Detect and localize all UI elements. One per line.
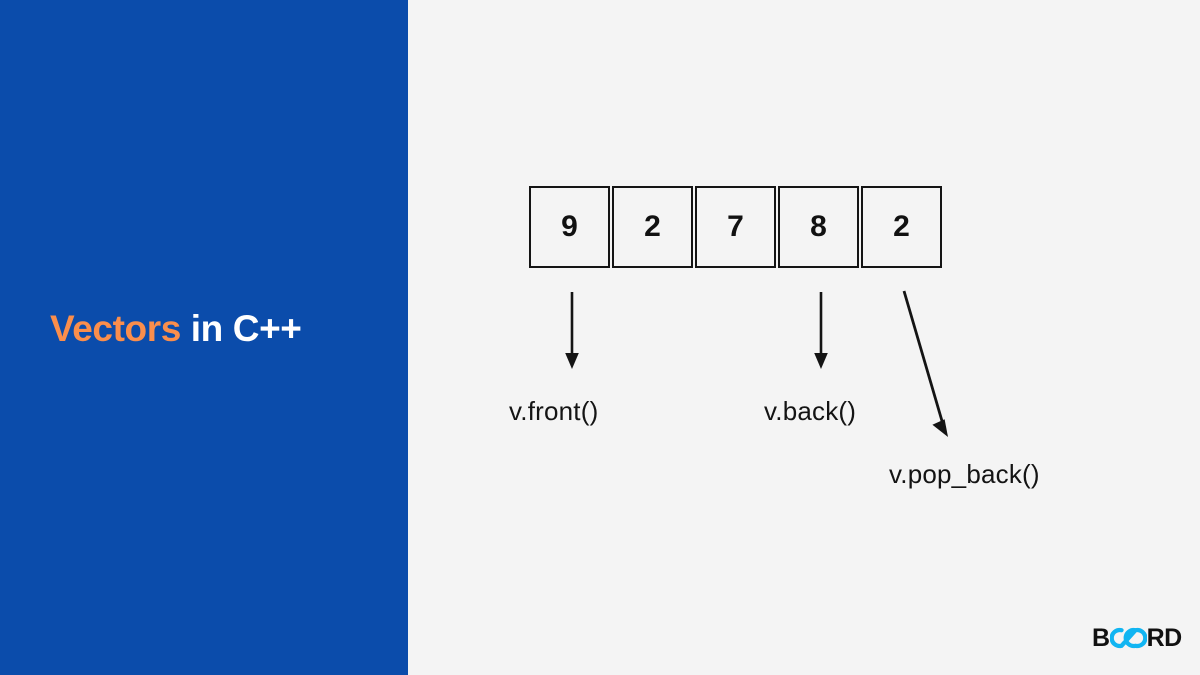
board-logo: B RD [1092, 623, 1182, 653]
arrow-diagonal-icon [902, 290, 948, 437]
title-panel: Vectors in C++ [0, 0, 408, 675]
vector-cell: 2 [612, 186, 693, 268]
vector-cell-value: 8 [810, 210, 827, 243]
annotation-label-pop-back: v.pop_back() [889, 459, 1040, 489]
page-title-plain: in C++ [180, 308, 302, 349]
infinity-mark-icon [1109, 627, 1147, 649]
logo-lead-text: B [1092, 624, 1110, 652]
vector-cell: 8 [778, 186, 859, 268]
vector-cell: 7 [695, 186, 776, 268]
vector-cell-value: 2 [893, 210, 910, 243]
vector-cell-value: 9 [561, 210, 578, 243]
vector-cell-value: 7 [727, 210, 744, 243]
vector-cell: 9 [529, 186, 610, 268]
vector-cell: 2 [861, 186, 942, 268]
arrow-down-icon [565, 292, 579, 369]
page-title-accent: Vectors [50, 308, 181, 349]
annotation-label-back: v.back() [764, 396, 857, 426]
annotation-label-front: v.front() [509, 396, 599, 426]
vector-container: 9 2 7 8 2 [529, 186, 942, 268]
page-title: Vectors in C++ [50, 306, 400, 352]
logo-trail-text: RD [1146, 624, 1183, 652]
arrow-down-icon [814, 292, 828, 369]
vector-cell-value: 2 [644, 210, 661, 243]
